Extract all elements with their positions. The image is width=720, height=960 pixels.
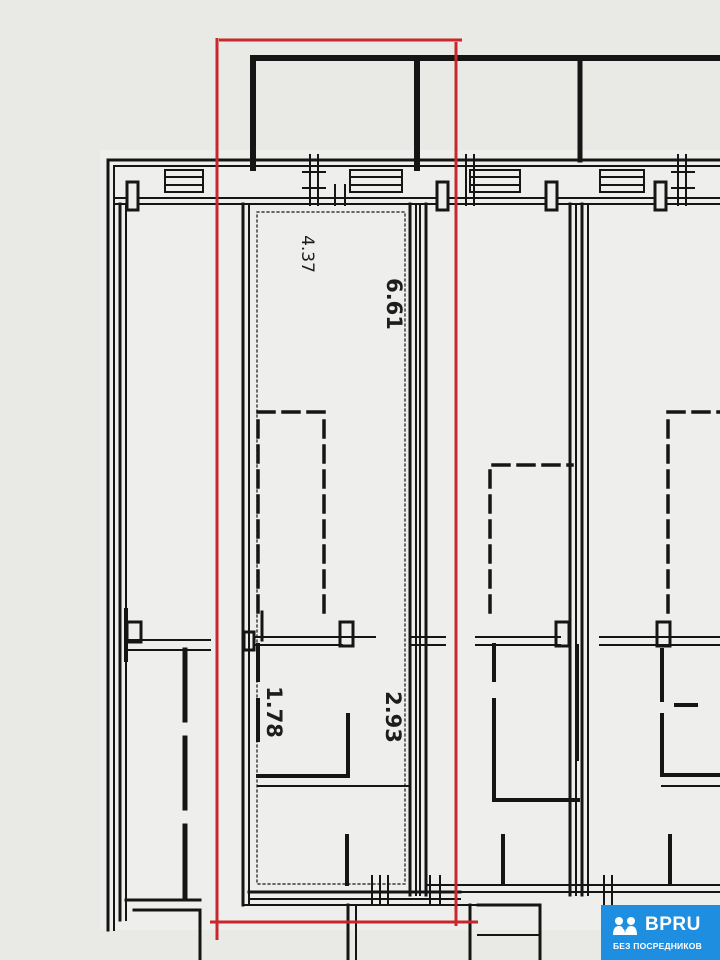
dimension-label-bath-length: 2.93 (380, 691, 405, 743)
balcony-outline (250, 55, 720, 171)
window-blocks (164, 154, 695, 206)
left-unit-walls (118, 202, 211, 960)
dimension-label-room-length: 6.61 (381, 278, 406, 330)
highlight-frame (210, 38, 478, 940)
watermark-logo: BPRU БЕЗ ПОСРЕДНИКОВ (601, 905, 720, 960)
logo-name: BPRU (645, 914, 701, 935)
right-unit-walls (425, 202, 720, 960)
center-unit-walls (241, 202, 481, 960)
dimension-label-bath-width: 1.78 (261, 686, 286, 738)
people-icon (613, 917, 637, 935)
logo-tagline: БЕЗ ПОСРЕДНИКОВ (613, 941, 702, 951)
dimension-label-small: 4.37 (296, 235, 317, 273)
